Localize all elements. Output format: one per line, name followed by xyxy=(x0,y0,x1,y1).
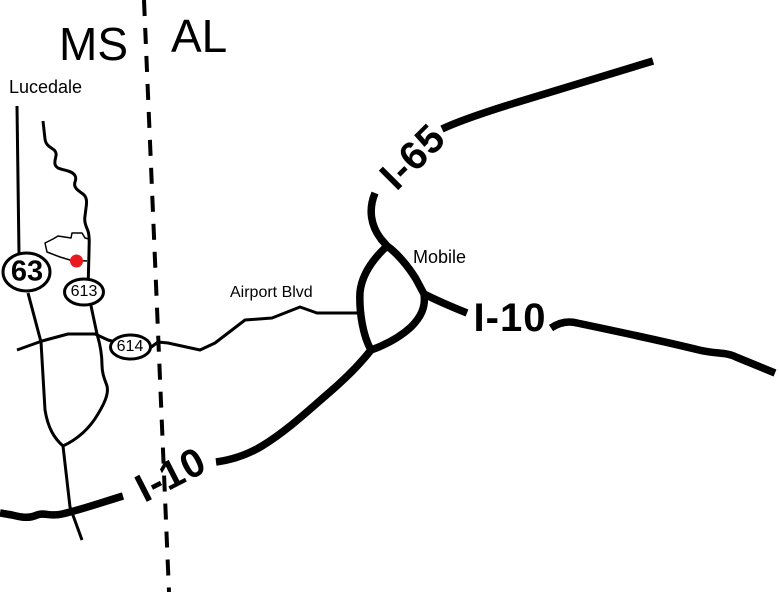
i65-road xyxy=(367,57,655,249)
route614-airport-blvd-road xyxy=(16,305,360,352)
route613-shield-icon xyxy=(63,277,105,307)
state-border-dashed-line xyxy=(142,0,171,592)
interstate-roads-group xyxy=(0,57,777,522)
route63-shield-icon xyxy=(1,251,52,293)
route-shield-label-63: 63 xyxy=(10,255,44,288)
city-label-lucedale: Lucedale xyxy=(9,77,83,97)
route-shield-label-614: 614 xyxy=(116,338,144,355)
city-label-mobile: Mobile xyxy=(413,247,467,267)
state-label-al: AL xyxy=(171,10,228,62)
lucedale-road xyxy=(15,105,21,255)
route613-road xyxy=(41,120,109,448)
street-label-airport-blvd: Airport Blvd xyxy=(230,284,313,301)
route614-shield-icon xyxy=(109,333,152,361)
route-shield-label-613: 613 xyxy=(70,283,98,300)
route-shields-group xyxy=(1,251,152,361)
i10-east-road xyxy=(422,290,777,377)
state-label-ms: MS xyxy=(59,18,128,70)
i10-west-road xyxy=(0,347,374,522)
property-outline xyxy=(44,232,90,262)
highway-label-i10-east: I-10 xyxy=(473,296,547,340)
mobile-beltway-road xyxy=(356,242,429,354)
route63-road xyxy=(26,292,84,541)
location-marker-icon xyxy=(70,254,83,268)
local-roads-group xyxy=(15,105,360,541)
